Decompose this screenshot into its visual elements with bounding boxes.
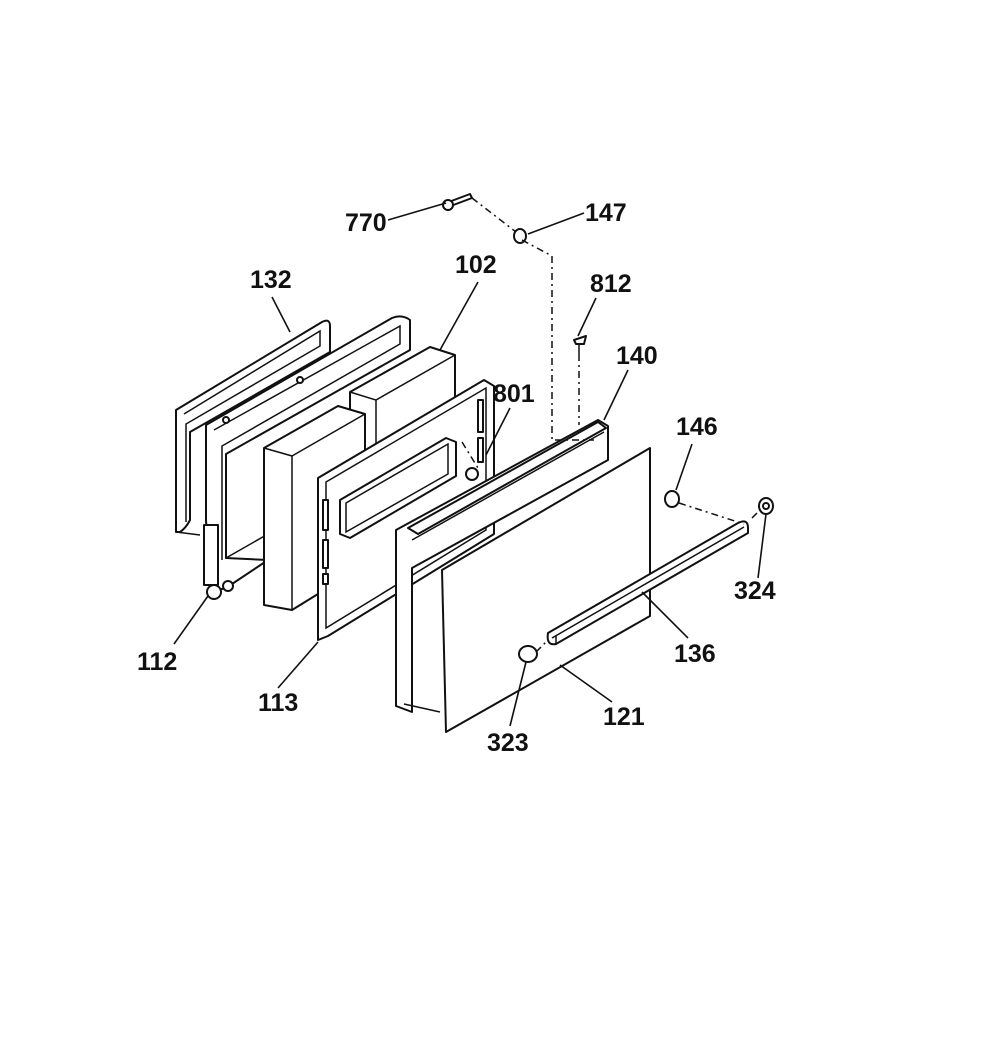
- leader-lines: [173, 202, 767, 727]
- callout-112: 112: [137, 648, 177, 676]
- callout-132: 132: [250, 266, 292, 294]
- part-324-end-cap: [758, 497, 774, 515]
- callout-136: 136: [674, 640, 716, 668]
- callout-324: 324: [734, 577, 776, 605]
- callout-146: 146: [676, 413, 718, 441]
- part-112-liner-frame: [203, 315, 411, 600]
- part-146-end-cap: [664, 490, 680, 508]
- part-132-gasket-frame: [175, 319, 331, 536]
- assembly-lines: [461, 197, 761, 653]
- callout-102: 102: [455, 251, 497, 279]
- callout-121: 121: [603, 703, 645, 731]
- callout-labels: 770 147 132 102 812 140 801 146 324 136 …: [137, 199, 776, 757]
- callout-801: 801: [493, 380, 535, 408]
- callout-323: 323: [487, 729, 529, 757]
- part-812-screw: [573, 335, 587, 354]
- callout-770: 770: [345, 209, 387, 237]
- part-140-outer-panel: [395, 419, 609, 713]
- part-323-end-cap: [518, 645, 538, 663]
- callout-812: 812: [590, 270, 632, 298]
- callout-147: 147: [585, 199, 627, 227]
- part-121-glass: [441, 447, 651, 733]
- part-113-inner-panel: [317, 379, 495, 641]
- callout-113: 113: [258, 689, 298, 717]
- callout-140: 140: [616, 342, 658, 370]
- part-770-screw: [442, 193, 473, 211]
- part-136-handle: [546, 520, 749, 646]
- part-147-spacer: [513, 228, 527, 244]
